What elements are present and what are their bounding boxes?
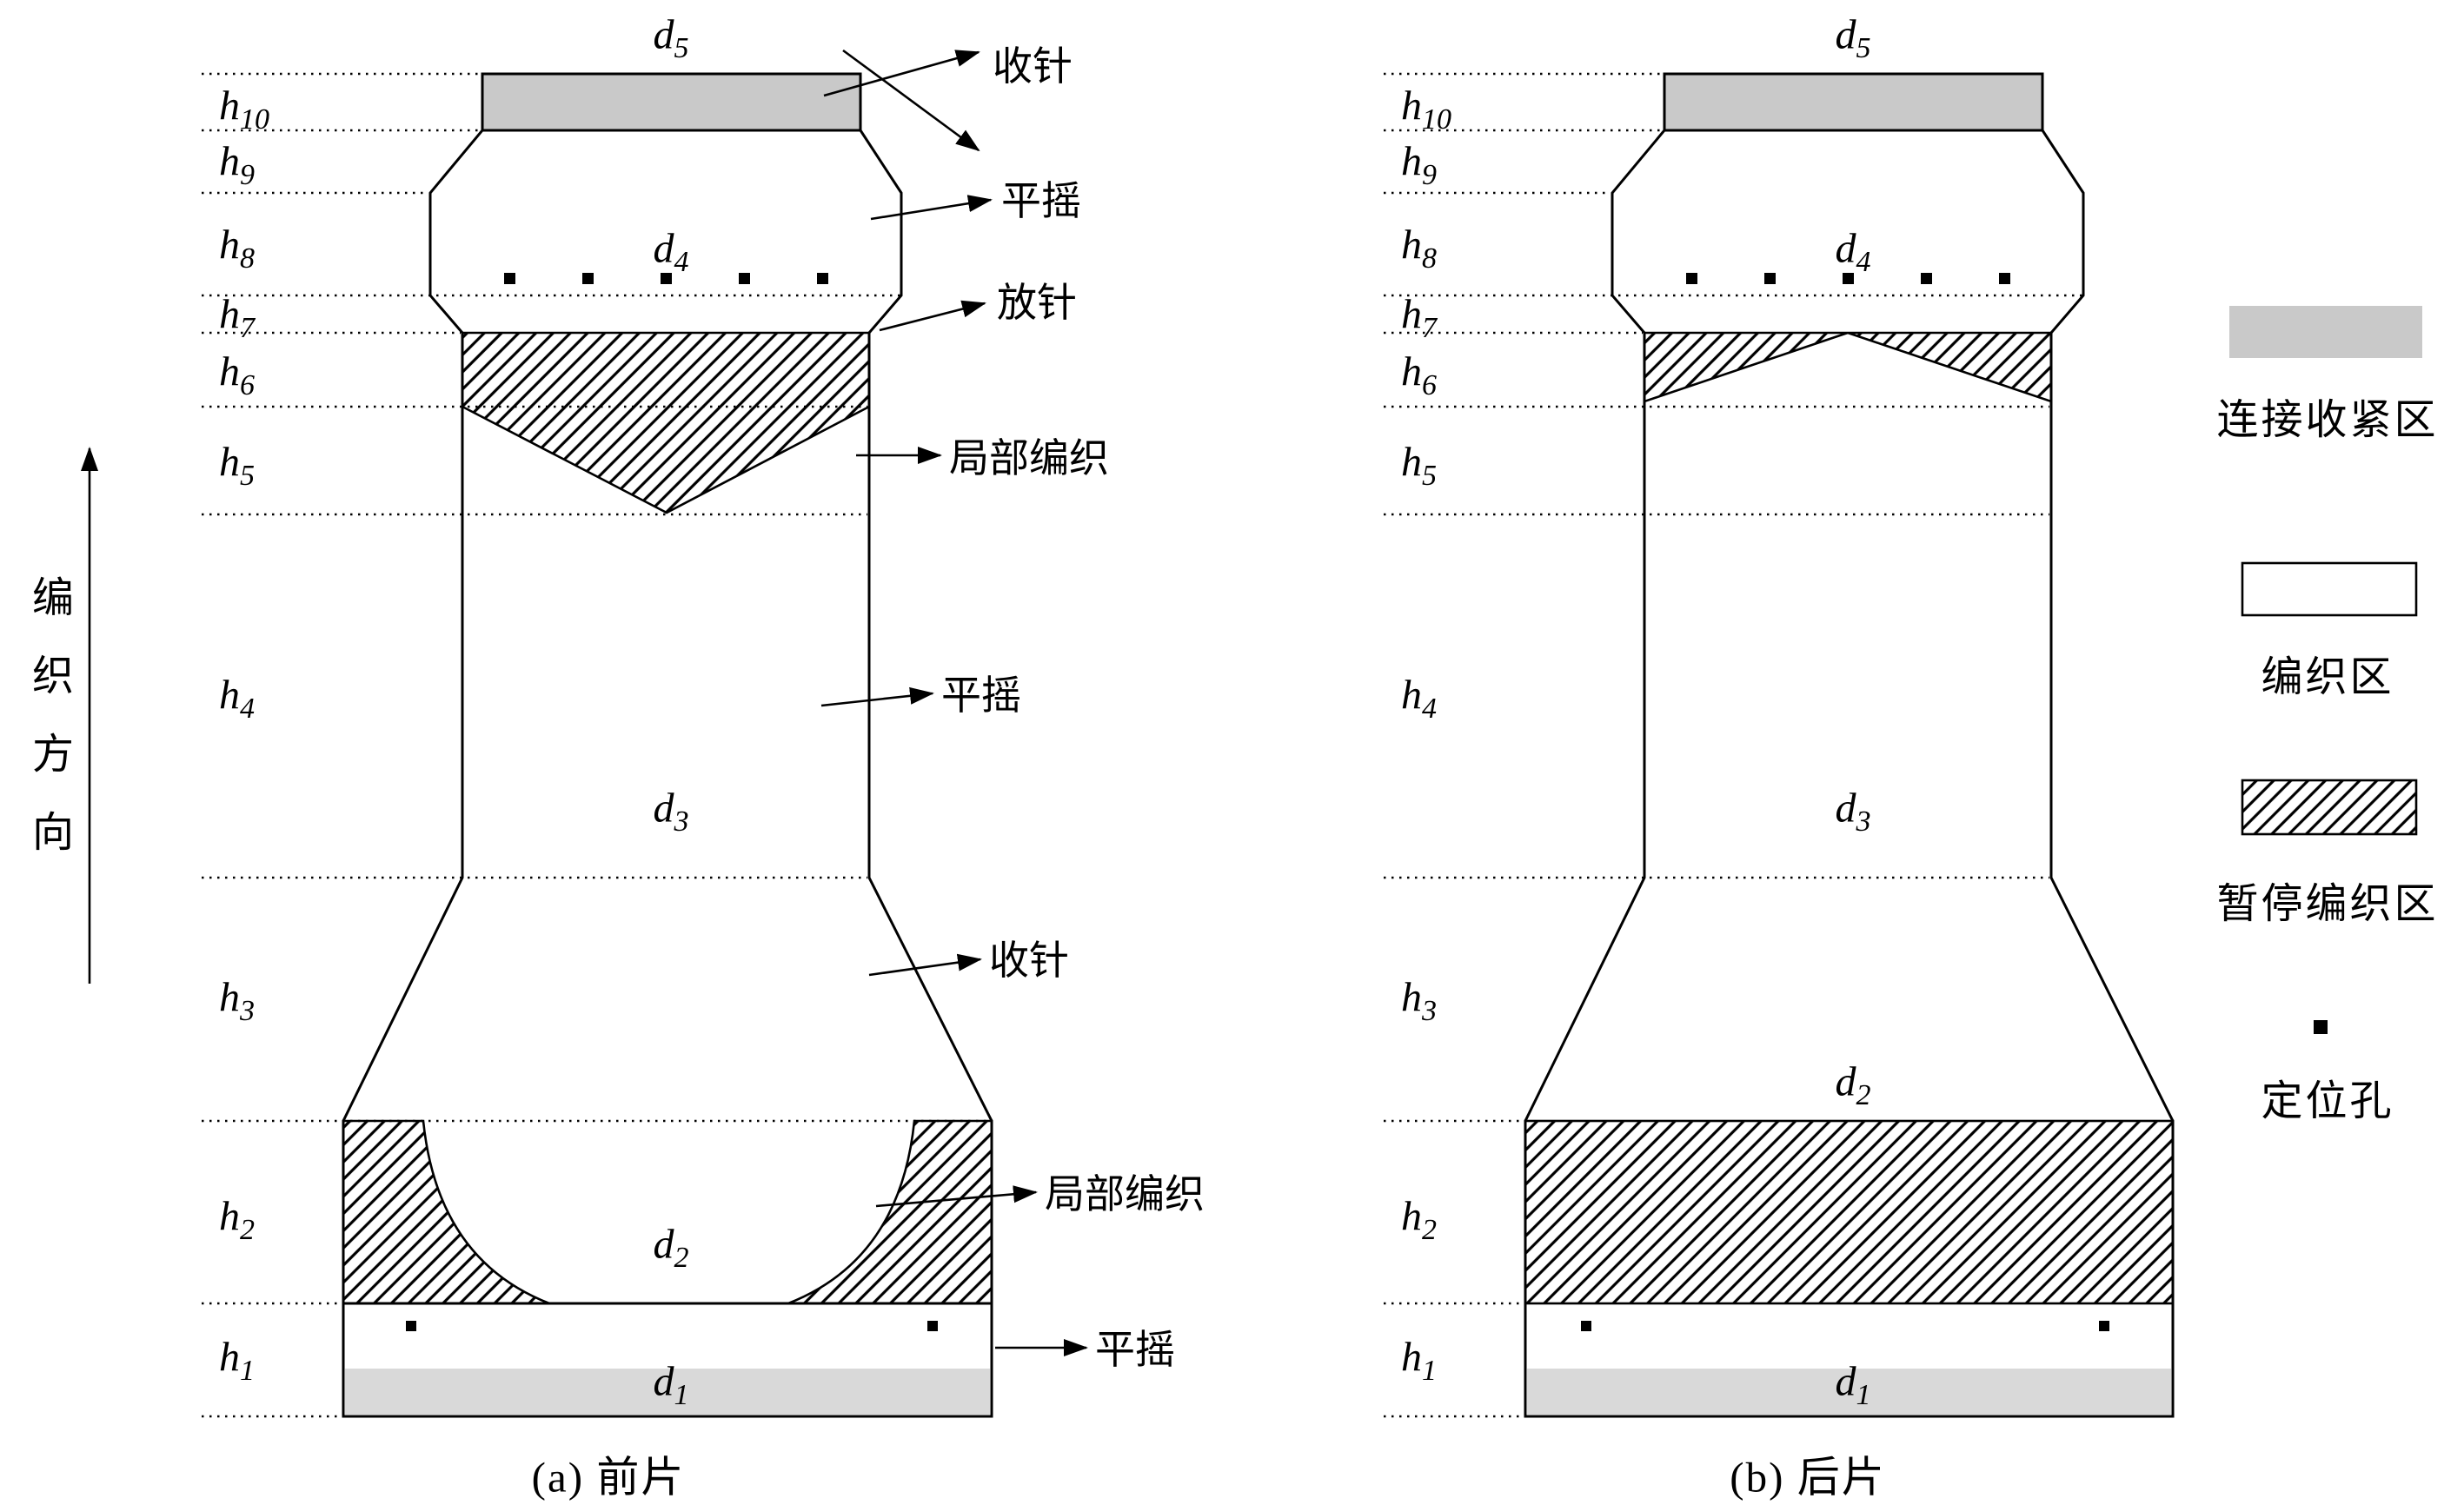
annotation-arrows xyxy=(820,49,1088,1356)
back-piece-diagram xyxy=(1384,72,2175,1418)
label-h3-front: h3 xyxy=(219,974,255,1028)
arrow-shouzhen-mid xyxy=(868,953,982,977)
label-d2-front: d2 xyxy=(653,1221,689,1275)
pause-wedge-right-back xyxy=(1847,331,2053,403)
label-h9-front: h9 xyxy=(219,138,255,192)
position-hole xyxy=(927,1321,938,1331)
label-h7-back: h7 xyxy=(1401,291,1437,345)
label-d1-front: d1 xyxy=(653,1358,689,1412)
legend-swatch-pause-zone xyxy=(2241,779,2418,836)
label-h7-front: h7 xyxy=(219,291,255,345)
annotation-pingyao-bottom: 平摇 xyxy=(1095,1328,1175,1372)
legend-label-pause-zone: 暂停编织区 xyxy=(2216,881,2439,927)
label-h8-back: h8 xyxy=(1401,222,1437,275)
arrow-fangzhen xyxy=(879,300,986,332)
label-h10-back: h10 xyxy=(1401,83,1451,136)
partial-knit-blob-right-front xyxy=(787,1119,993,1305)
position-hole xyxy=(1764,273,1776,284)
position-hole xyxy=(661,273,672,284)
caption-front: (a) 前片 xyxy=(531,1453,686,1502)
label-d3-back: d3 xyxy=(1835,785,1871,839)
legend-swatch-position-hole xyxy=(2314,1020,2328,1034)
label-d3-front: d3 xyxy=(653,785,689,839)
position-hole xyxy=(739,273,750,284)
arrow-pingyao-top xyxy=(870,195,993,221)
label-d2-back: d2 xyxy=(1835,1058,1871,1112)
connect-zone-top-back xyxy=(1663,72,2044,132)
legend xyxy=(2229,306,2422,1034)
legend-swatch-connect-zone xyxy=(2229,306,2422,358)
legend-label-knit-zone: 编织区 xyxy=(2261,654,2394,700)
legend-swatch-knit-zone xyxy=(2241,561,2418,617)
label-h5-back: h5 xyxy=(1401,439,1437,493)
label-d4-front: d4 xyxy=(653,225,689,279)
position-hole xyxy=(1686,273,1697,284)
label-h8-front: h8 xyxy=(219,222,255,275)
label-h3-back: h3 xyxy=(1401,974,1437,1028)
arrow-shouzhen-top-2 xyxy=(842,49,980,152)
position-hole xyxy=(1581,1321,1591,1331)
arrow-pingyao-mid xyxy=(820,686,934,707)
annotation-shouzhen-mid: 收针 xyxy=(989,938,1069,983)
annotation-fangzhen: 放针 xyxy=(997,281,1077,325)
label-d4-back: d4 xyxy=(1835,225,1871,279)
position-hole xyxy=(504,273,515,284)
knit-direction-label: 编织方向 xyxy=(25,575,71,888)
label-d1-back: d1 xyxy=(1835,1358,1871,1412)
label-h6-back: h6 xyxy=(1401,348,1437,402)
arrow-shouzhen-top-1 xyxy=(823,50,980,97)
label-h2-back: h2 xyxy=(1401,1193,1437,1247)
legend-label-connect-zone: 连接收紧区 xyxy=(2216,397,2439,443)
label-h1-back: h1 xyxy=(1401,1334,1437,1388)
position-hole xyxy=(582,273,594,284)
pause-wedge-left-back xyxy=(1643,331,1849,403)
pause-zone-bottom-back xyxy=(1524,1119,2175,1305)
annotation-pingyao-mid: 平摇 xyxy=(941,673,1021,718)
label-h5-front: h5 xyxy=(219,439,255,493)
annotation-jubu-top: 局部编织 xyxy=(949,436,1109,481)
annotation-pingyao-top: 平摇 xyxy=(1001,179,1081,223)
position-hole xyxy=(1999,273,2010,284)
position-hole xyxy=(406,1321,416,1331)
bottom-band-front xyxy=(345,1369,990,1415)
position-hole xyxy=(2099,1321,2109,1331)
legend-label-position-hole: 定位孔 xyxy=(2261,1078,2394,1124)
annotation-jubu-bottom: 局部编织 xyxy=(1045,1172,1205,1217)
label-h2-front: h2 xyxy=(219,1193,255,1247)
label-d5-front: d5 xyxy=(653,11,689,65)
pause-zone-front xyxy=(461,331,871,514)
annotation-shouzhen-top: 收针 xyxy=(993,44,1073,89)
label-h6-front: h6 xyxy=(219,348,255,402)
caption-back: (b) 后片 xyxy=(1730,1453,1886,1502)
label-h4-back: h4 xyxy=(1401,672,1437,726)
bottom-band-back xyxy=(1527,1369,2171,1415)
position-hole xyxy=(1843,273,1854,284)
arrow-jubu-bottom xyxy=(875,1185,1038,1208)
label-h1-front: h1 xyxy=(219,1334,255,1388)
front-piece-diagram xyxy=(202,72,993,1418)
label-h4-front: h4 xyxy=(219,672,255,726)
position-hole xyxy=(1921,273,1932,284)
connect-zone-top-front xyxy=(481,72,862,132)
garment-outline-back xyxy=(1524,72,2175,1418)
label-d5-back: d5 xyxy=(1835,11,1871,65)
position-hole xyxy=(817,273,828,284)
partial-knit-blob-left-front xyxy=(342,1119,550,1305)
label-h10-front: h10 xyxy=(219,83,269,136)
label-h9-back: h9 xyxy=(1401,138,1437,192)
